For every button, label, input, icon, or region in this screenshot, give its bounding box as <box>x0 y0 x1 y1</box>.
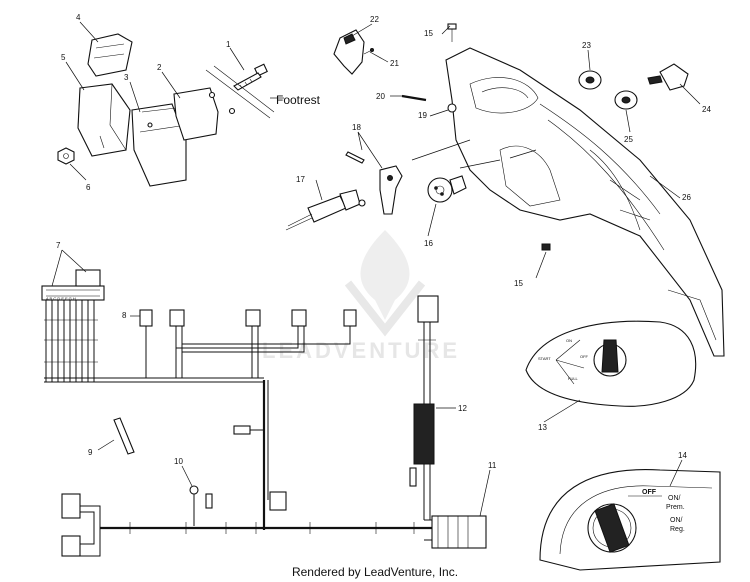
callout-numbers: 4 5 3 2 1 6 7 8 9 10 11 12 13 14 15 15 1… <box>56 13 711 470</box>
callout-12: 12 <box>458 404 467 413</box>
part-19-washer <box>447 103 457 113</box>
callout-2: 2 <box>157 63 162 72</box>
watermark: LEADVENTURE <box>262 230 460 363</box>
panel-14-on-reg-line1: ON/ <box>670 517 683 524</box>
switch-panel-13: ON START OFF FULL <box>525 320 697 407</box>
part-1-bolt <box>233 63 268 91</box>
part-2-bracket <box>173 87 219 141</box>
callout-26: 26 <box>682 193 691 202</box>
panel-13-mark-on: ON <box>566 338 572 343</box>
part-9-clip <box>113 417 135 455</box>
part-6-nut <box>57 147 75 165</box>
part-16-ignition-switch <box>427 175 467 203</box>
part-23-grommet <box>578 70 602 90</box>
callout-4: 4 <box>76 13 81 22</box>
part-26-housing <box>445 47 725 357</box>
part-15-screw-top <box>447 23 457 42</box>
callout-10: 10 <box>174 457 183 466</box>
callout-3: 3 <box>124 73 129 82</box>
part-15-screw-bottom <box>541 243 551 251</box>
leader-lines <box>51 21 701 517</box>
part-22-clip <box>333 29 365 75</box>
callout-17: 17 <box>296 175 305 184</box>
part-18-lever <box>379 165 403 215</box>
part-3-plate <box>131 103 187 187</box>
callout-16: 16 <box>424 239 433 248</box>
callout-25: 25 <box>624 135 633 144</box>
left-connectors <box>61 493 101 557</box>
wiring-harness: A B C D E F G H <box>41 269 487 557</box>
handlebar-housing <box>411 23 725 357</box>
part-7-connector: A B C D E F G H <box>41 269 105 301</box>
panel-14-on-prem-line1: ON/ <box>668 495 681 502</box>
callout-15-bottom: 15 <box>514 279 523 288</box>
panel-14-on-reg-line2: Reg. <box>670 526 685 533</box>
callout-8: 8 <box>122 311 127 320</box>
part-5-pad <box>77 83 131 157</box>
part-10-terminal <box>189 485 213 526</box>
svg-text:A B C D E F G H: A B C D E F G H <box>46 296 76 301</box>
panel-14-off-label: OFF <box>642 489 657 496</box>
part-18-pin <box>345 151 365 164</box>
part-4-cover <box>87 33 133 77</box>
part-25-nut <box>614 90 638 110</box>
callout-21: 21 <box>390 59 399 68</box>
callout-13: 13 <box>538 423 547 432</box>
callout-14: 14 <box>678 451 687 460</box>
handlebar-parts <box>285 29 427 231</box>
callout-15-top: 15 <box>424 29 433 38</box>
part-12-bundle <box>409 295 439 520</box>
footer-credit: Rendered by LeadVenture, Inc. <box>292 565 458 579</box>
panel-13-mark-start: START <box>538 356 551 361</box>
part-20-pin <box>401 94 427 102</box>
watermark-text: LEADVENTURE <box>262 338 460 363</box>
callout-7: 7 <box>56 241 61 250</box>
callout-24: 24 <box>702 105 711 114</box>
callout-6: 6 <box>86 183 91 192</box>
panel-13-mark-off: OFF <box>580 354 589 359</box>
part-8-connectors <box>139 309 357 378</box>
switch-panel-14: OFF ON/ Prem. ON/ Reg. <box>539 469 721 571</box>
part-11-block <box>424 515 487 549</box>
panel-13-mark-full: FULL <box>568 376 579 381</box>
callout-5: 5 <box>61 53 66 62</box>
watermark-v-logo <box>344 280 426 337</box>
callout-22: 22 <box>370 15 379 24</box>
callout-18: 18 <box>352 123 361 132</box>
callout-23: 23 <box>582 41 591 50</box>
callout-19: 19 <box>418 111 427 120</box>
watermark-flame-logo <box>360 230 410 320</box>
callout-1: 1 <box>226 40 231 49</box>
callout-9: 9 <box>88 448 93 457</box>
callout-11: 11 <box>488 461 497 470</box>
footrest-assembly <box>57 33 275 187</box>
footrest-label: Footrest <box>276 93 321 107</box>
part-24-key <box>647 63 689 91</box>
part-17-sensor <box>285 189 366 231</box>
panel-14-on-prem-line2: Prem. <box>666 504 685 511</box>
callout-20: 20 <box>376 92 385 101</box>
